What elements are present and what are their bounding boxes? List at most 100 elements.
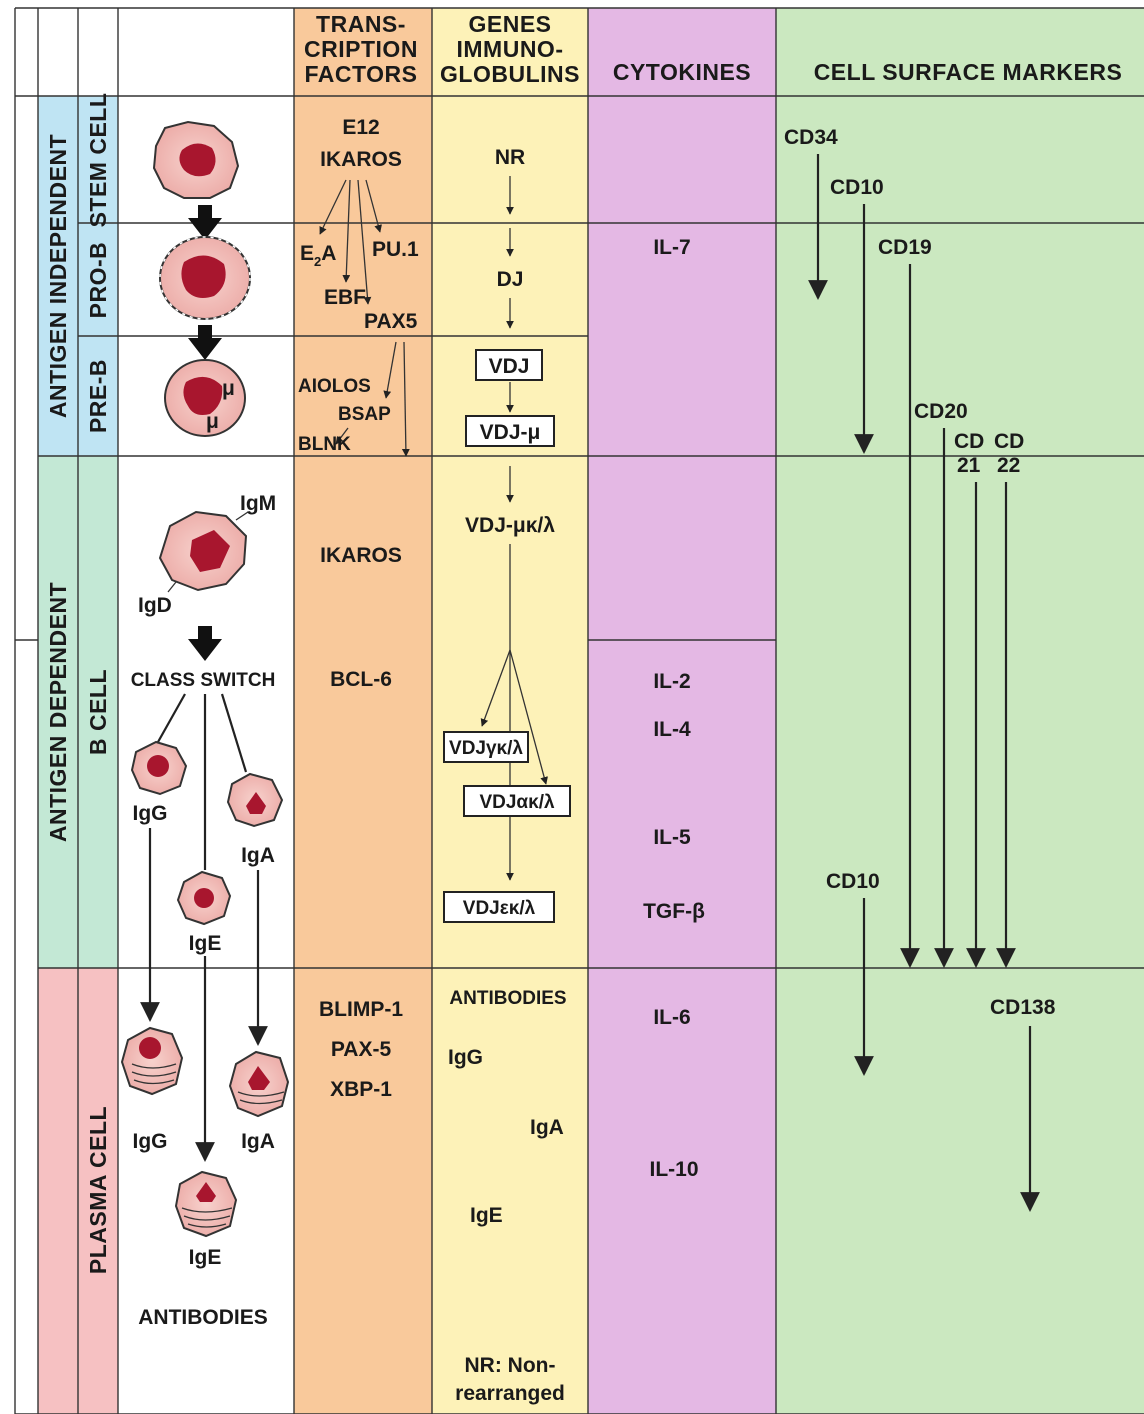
plasma-cell-ige-illustration xyxy=(174,1170,238,1238)
label-antigen-independent: ANTIGEN INDEPENDENT xyxy=(45,134,71,418)
gene-note-1: NR: Non- xyxy=(465,1354,556,1377)
label-b-cell: B CELL xyxy=(85,669,111,755)
igg-b-cell-label: IgG xyxy=(133,802,168,825)
pre-b-mu-label-2: μ xyxy=(206,410,219,433)
label-antigen-dependent: ANTIGEN DEPENDENT xyxy=(45,582,71,842)
gene-vdj-alpha-box xyxy=(463,785,571,817)
tf-arrow-blnk xyxy=(335,427,349,445)
marker-cd10: CD10 xyxy=(830,176,884,199)
gene-vdj-box xyxy=(475,349,543,381)
gene-vdj-gamma: VDJγκ/λ xyxy=(449,738,523,759)
gene-vdj-muk: VDJ-μκ/λ xyxy=(465,514,555,537)
stage-subcolumn-independent xyxy=(78,96,118,456)
gene-dj: DJ xyxy=(497,268,524,291)
stage-column-antigen-dependent xyxy=(38,456,78,968)
header-transcription-2: CRIPTION xyxy=(304,36,418,62)
header-transcription-3: FACTORS xyxy=(305,61,418,87)
tf-e12: E12 xyxy=(342,116,379,139)
tf-arrow-pax5 xyxy=(357,179,372,305)
transcription-column-bg xyxy=(294,8,432,1414)
gene-vdj-eps-box xyxy=(443,891,555,923)
antibodies-label: ANTIBODIES xyxy=(138,1306,268,1329)
marker-cd21-b: 21 xyxy=(957,454,981,477)
marker-cd21-a: CD xyxy=(954,430,984,453)
stage-column-plasma-outer xyxy=(38,968,78,1414)
gene-vdj-eps: VDJεκ/λ xyxy=(463,898,536,919)
marker-cd22-b: 22 xyxy=(997,454,1020,477)
cytokine-il10: IL-10 xyxy=(649,1158,698,1181)
cytokine-il7: IL-7 xyxy=(653,236,690,259)
ige-b-cell-label: IgE xyxy=(189,932,222,955)
gene-igg: IgG xyxy=(448,1046,483,1069)
tf-blnk: BLNK xyxy=(298,434,351,455)
tf-arrow-ebf xyxy=(342,179,351,283)
tf-ikaros: IKAROS xyxy=(320,148,402,171)
cells-column: μ μ IgM IgD CLASS SWITCH IgG IgA xyxy=(120,120,290,1329)
gene-vdj-mu-box xyxy=(465,415,555,447)
pre-b-cell-illustration xyxy=(164,359,246,437)
gene-vdj-alpha: VDJακ/λ xyxy=(479,792,555,813)
tf-pax5: PAX5 xyxy=(364,310,418,333)
label-stem-cell: STEM CELL xyxy=(85,93,111,228)
cell-surface-markers: CD34 CD10 CD19 CD20 CD 21 CD 22 CD10 CD1… xyxy=(784,126,1056,1212)
cytokines: IL-7 IL-2 IL-4 IL-5 TGF-β IL-6 IL-10 xyxy=(643,236,705,1181)
marker-cd34: CD34 xyxy=(784,126,838,149)
tf-arrow-bsap xyxy=(383,341,397,399)
gene-iga: IgA xyxy=(530,1116,564,1139)
b-to-switch-arrow xyxy=(188,626,222,661)
plasma-cell-iga-illustration xyxy=(228,1050,290,1118)
gene-nr: NR xyxy=(495,146,525,169)
marker-cd20: CD20 xyxy=(914,400,968,423)
tf-ikaros-2: IKAROS xyxy=(320,544,402,567)
tf-blimp1: BLIMP-1 xyxy=(319,998,403,1021)
class-switch-label: CLASS SWITCH xyxy=(131,670,276,691)
tf-ebf: EBF xyxy=(324,286,366,309)
header-transcription-1: TRANS- xyxy=(316,11,406,37)
tf-pu1: PU.1 xyxy=(372,238,419,261)
pre-b-mu-label-1: μ xyxy=(222,377,235,400)
plasma-ige-label: IgE xyxy=(189,1246,222,1269)
plasma-igg-label: IgG xyxy=(133,1130,168,1153)
tf-arrow-e2a xyxy=(319,179,347,235)
tf-bsap: BSAP xyxy=(338,404,391,425)
tf-arrow-pu1 xyxy=(365,179,382,233)
gene-branch-alpha xyxy=(509,649,548,785)
transcription-factors: E12 IKAROS E2A PU.1 EBF PAX5 AIOLOS BSAP… xyxy=(298,116,419,1101)
header-genes-3: GLOBULINS xyxy=(440,61,580,87)
iga-b-cell-label: IgA xyxy=(241,844,275,867)
tf-pax5b: PAX-5 xyxy=(331,1038,392,1061)
cytokine-il5: IL-5 xyxy=(653,826,691,849)
stem-to-prob-arrow xyxy=(188,205,222,240)
gene-ige: IgE xyxy=(470,1204,503,1227)
label-pre-b: PRE-B xyxy=(85,359,111,433)
prob-to-preb-arrow xyxy=(188,325,222,360)
gene-vdj-mu: VDJ-μ xyxy=(480,421,541,444)
stem-cell-illustration xyxy=(152,120,240,199)
header-cell-surface-markers: CELL SURFACE MARKERS xyxy=(814,59,1123,85)
markers-column-bg xyxy=(776,8,1144,1414)
label-pro-b: PRO-B xyxy=(85,242,111,319)
gene-vdj-gamma-box xyxy=(443,731,529,763)
genes-immunoglobulins: NR DJ VDJ VDJ-μ VDJ-μκ/λ VDJγκ/λ VDJακ/λ… xyxy=(443,146,571,1405)
label-plasma-cell: PLASMA CELL xyxy=(85,1106,111,1274)
cytokine-il6: IL-6 xyxy=(653,1006,690,1029)
marker-cd22-a: CD xyxy=(994,430,1024,453)
marker-cd138: CD138 xyxy=(990,996,1056,1019)
cytokine-il2: IL-2 xyxy=(653,670,690,693)
tf-arrow-down xyxy=(401,341,410,457)
igm-label: IgM xyxy=(240,492,276,515)
cytokine-tgfb: TGF-β xyxy=(643,900,705,923)
gene-note-2: rearranged xyxy=(455,1382,565,1405)
switch-branch-iga xyxy=(220,693,248,773)
stage-column-antigen-independent xyxy=(38,96,78,456)
gene-vdj: VDJ xyxy=(489,355,530,378)
stage-subcolumn-plasma xyxy=(78,968,118,1414)
switch-branch-igg xyxy=(157,693,186,743)
header-genes-1: GENES xyxy=(468,11,551,37)
cytokines-column-bg xyxy=(588,8,776,1414)
tf-e2a: E2A xyxy=(300,242,336,269)
plasma-cell-igg-illustration xyxy=(120,1026,184,1096)
igd-label: IgD xyxy=(138,594,172,617)
